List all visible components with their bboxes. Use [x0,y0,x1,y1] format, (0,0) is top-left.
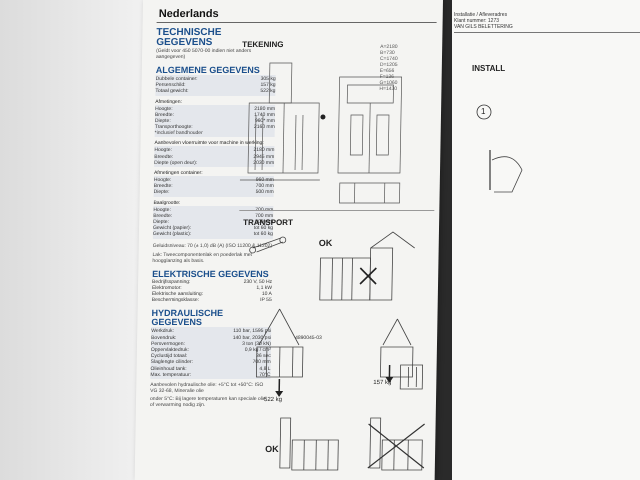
customer-name: VAN GILS BELETTERING [454,24,513,30]
part-number: 4890045-03 [295,335,322,341]
crane-lift-drawing [256,308,424,397]
customer-number: 1273 [487,18,500,24]
header-rule-right [454,32,640,33]
header-rule [156,22,437,23]
section-divider [239,210,435,211]
ok-label-bottom: OK [265,444,279,454]
photo-background-left [0,0,150,480]
transport-title: TRANSPORT [243,218,293,227]
delivery-header: Installatie / Afleveradres Klant nummer:… [454,12,513,30]
install-step-drawing [476,104,523,193]
install-title: INSTALL [472,64,506,73]
manual-page: Nederlands TECHNISCHE GEGEVENS (Geldt vo… [134,0,443,480]
language-heading: Nederlands [158,8,219,20]
drawing-title: TEKENING [242,40,284,49]
forklift-drawing [279,417,425,471]
next-page: Installatie / Afleveradres Klant nummer:… [452,0,640,480]
step-number: 1 [481,107,486,116]
baler-technical-drawing [239,62,403,204]
weight-left: 522 kg [263,397,283,403]
delivery-label: Installatie / Afleveradres [454,12,508,18]
customer-number-label: Klant nummer: 1273 [454,18,500,24]
ok-label-top: OK [318,238,333,248]
weight-right: 157 kg [373,380,392,386]
transport-lift-drawing [249,231,415,301]
